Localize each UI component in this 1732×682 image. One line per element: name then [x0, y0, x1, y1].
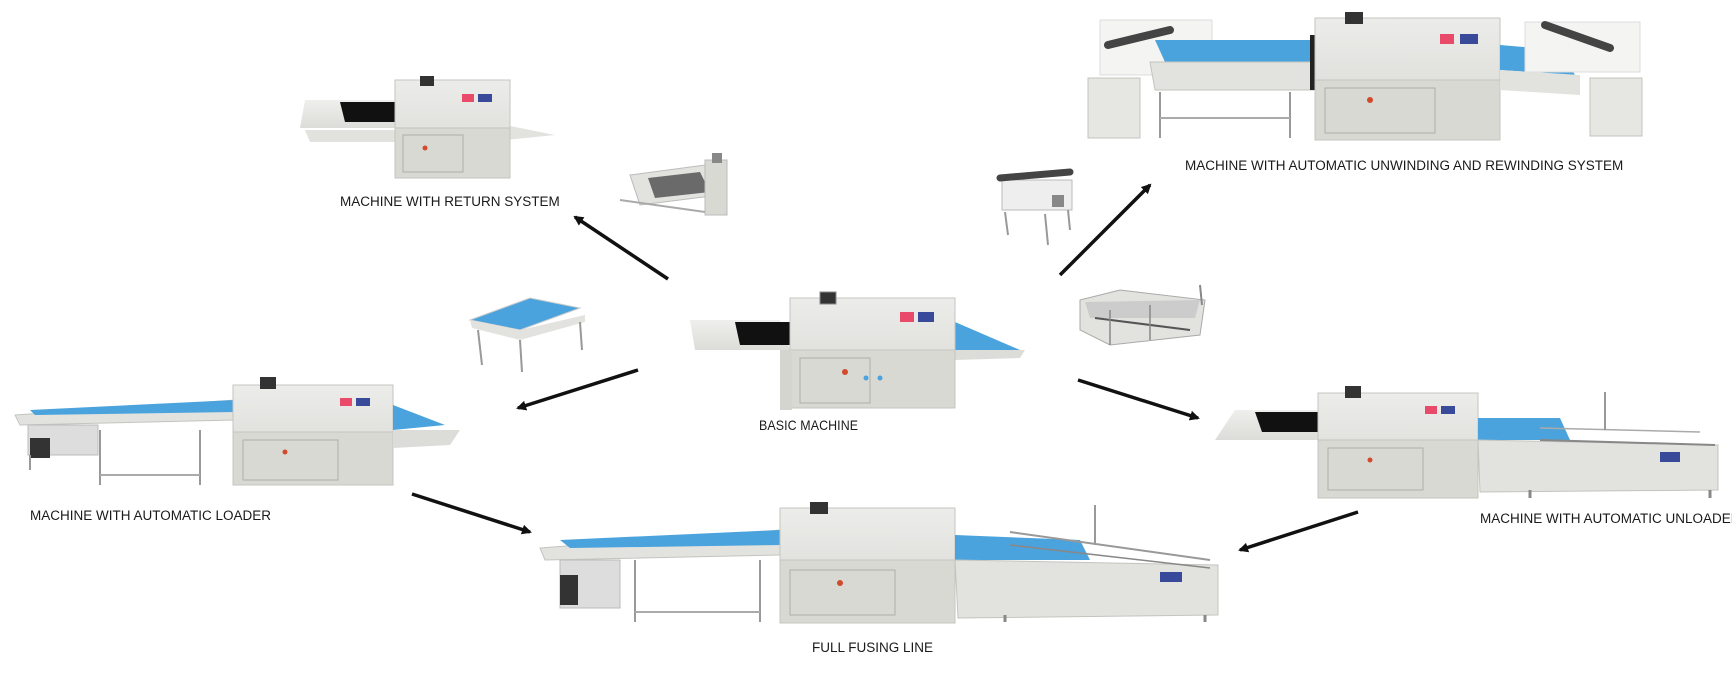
basic-machine-label: BASIC MACHINE	[759, 418, 858, 434]
unwinding-rewinding-label: MACHINE WITH AUTOMATIC UNWINDING AND REW…	[1185, 158, 1623, 173]
arrow-to-automatic-unloader	[1077, 378, 1200, 421]
arrow-loader-to-full-line	[411, 492, 532, 535]
automatic-unloader-label: MACHINE WITH AUTOMATIC UNLOADER	[1480, 511, 1732, 526]
full-fusing-line-label: FULL FUSING LINE	[812, 640, 933, 655]
return-system-label: MACHINE WITH RETURN SYSTEM	[340, 194, 560, 209]
arrow-to-return-system	[573, 215, 669, 281]
full-fusing-line-image	[539, 502, 1219, 624]
automatic-loader-label: MACHINE WITH AUTOMATIC LOADER	[30, 508, 271, 523]
unwinder-unit-image	[996, 168, 1074, 246]
return-unit-image	[619, 153, 728, 216]
loader-unit-image	[468, 297, 585, 373]
automatic-loader-machine-image	[14, 377, 460, 486]
arrow-to-automatic-loader	[516, 368, 639, 411]
basic-machine-image	[690, 291, 1025, 410]
unloader-unit-image	[1079, 284, 1206, 346]
arrow-to-unwinding-rewinding	[1058, 183, 1152, 277]
arrow-unloader-to-full-line	[1238, 510, 1359, 553]
return-system-machine-image	[300, 76, 555, 179]
automatic-unloader-machine-image	[1215, 386, 1719, 499]
unwinding-rewinding-machine-image	[1087, 12, 1643, 141]
